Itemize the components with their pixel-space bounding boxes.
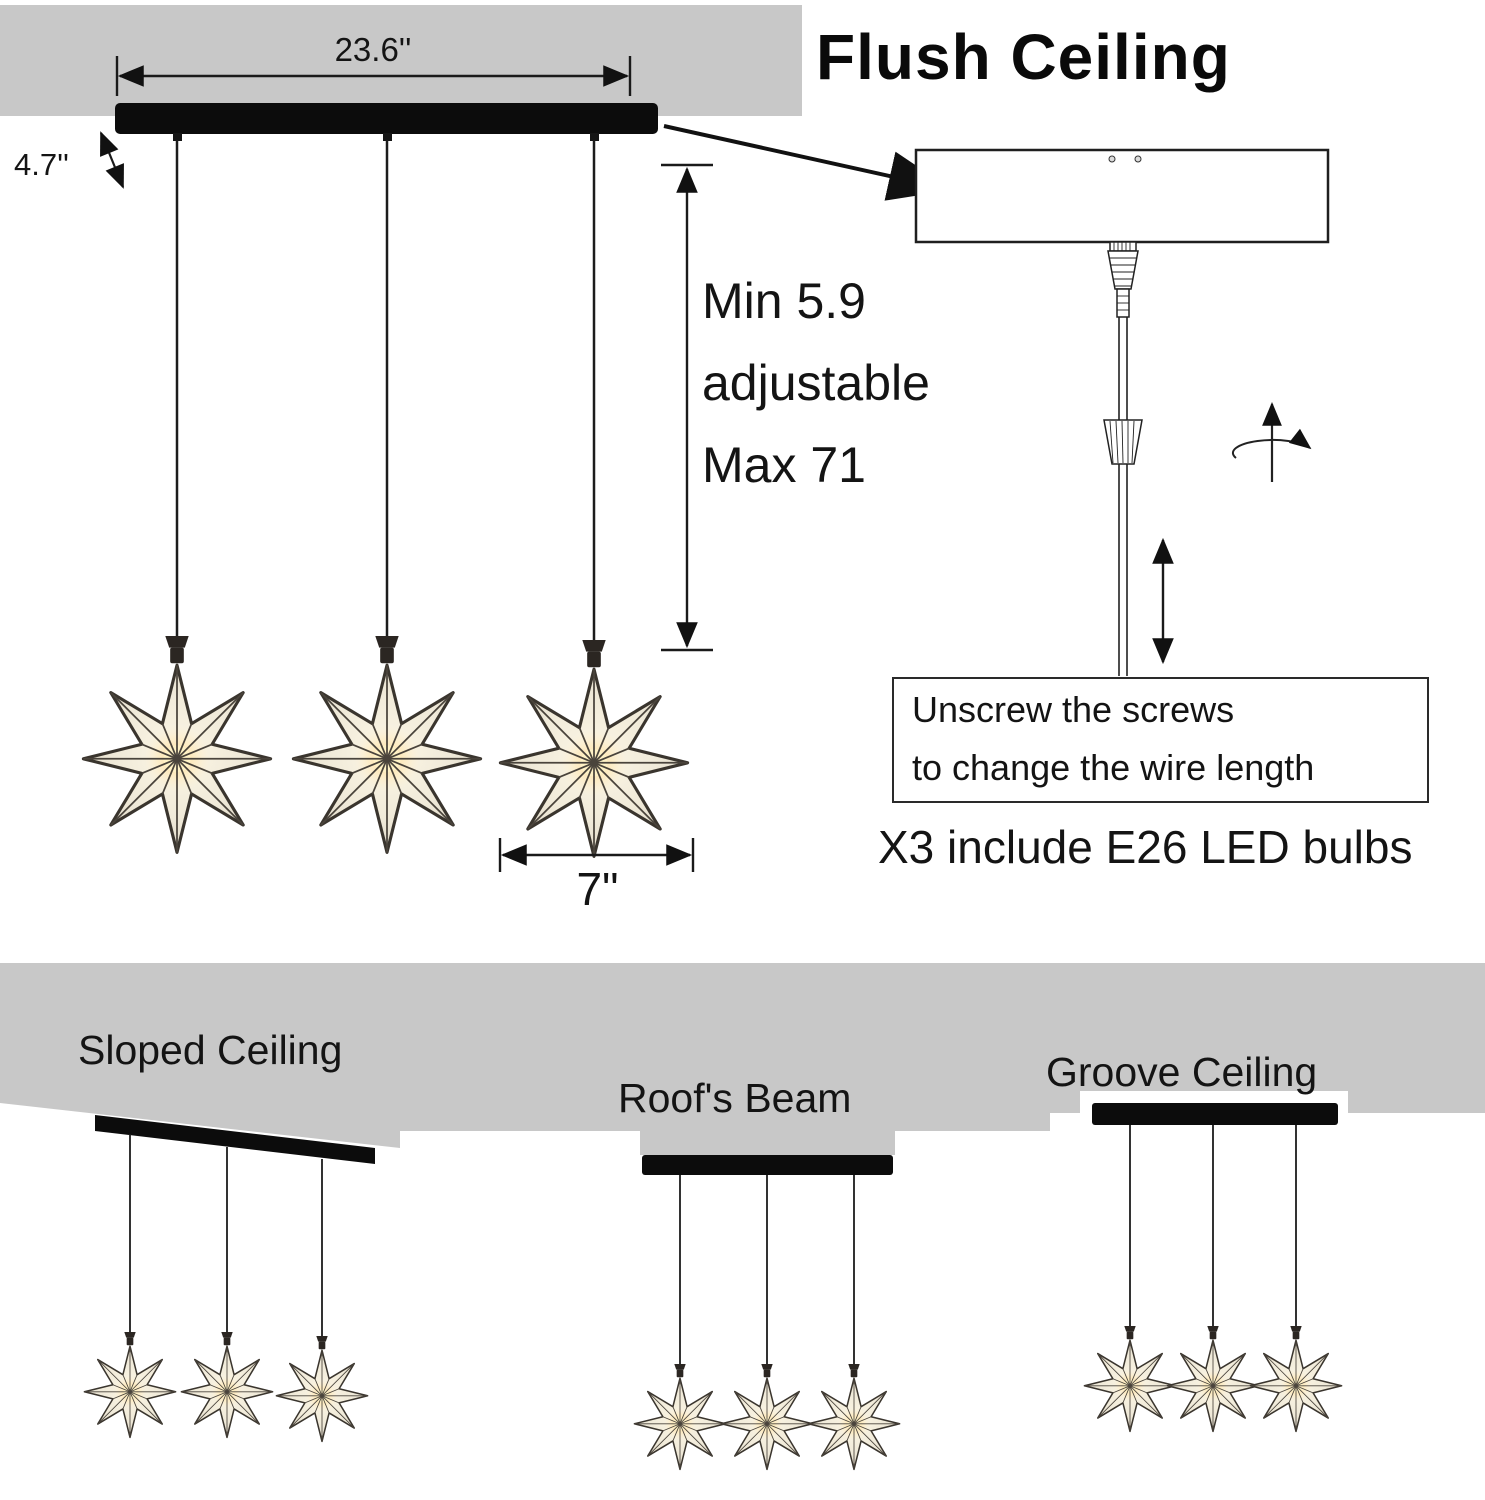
sloped-canopy-bar: [95, 1115, 375, 1164]
star-pendant: [81, 634, 273, 854]
star-pendant: [498, 638, 690, 858]
cord-grip-connector: [1107, 241, 1139, 318]
flush-ceiling-diagram: [0, 5, 1429, 872]
canopy-detail-box: [914, 148, 1330, 244]
beam-canopy-bar: [642, 1155, 893, 1175]
drop-max-label: Max 71: [702, 437, 866, 493]
pendant-cords: [175, 140, 596, 642]
drop-min-label: Min 5.9: [702, 273, 866, 329]
canopy-bar: [115, 103, 658, 141]
shade-dimension-arrow: [498, 838, 695, 872]
width-dimension-arrow: [115, 56, 632, 96]
note-line-2: to change the wire length: [912, 747, 1315, 788]
drop-dimension-arrow: [661, 163, 713, 652]
scene-label-sloped-ceiling: Sloped Ceiling: [78, 1027, 343, 1073]
rotate-arrow-icon: [1231, 402, 1312, 482]
star-pendant: [291, 634, 483, 854]
note-line-1: Unscrew the screws: [912, 689, 1235, 730]
groove-canopy-bar: [1092, 1103, 1338, 1125]
adjuster-nut: [1103, 419, 1143, 465]
ceiling-strip: [0, 5, 802, 116]
sloped-ceiling-scene: [83, 1115, 375, 1443]
bulb-note-label: X3 include E26 LED bulbs: [878, 821, 1413, 873]
shade-width-label: 7": [576, 863, 619, 915]
bottom-ceiling-shape: [0, 963, 1485, 1155]
groove-ceiling-scene: [1083, 1103, 1343, 1433]
scene-label-roofs-beam: Roof's Beam: [618, 1075, 852, 1121]
mounting-scenes-diagram: [0, 963, 1485, 1500]
wire: [1118, 317, 1128, 676]
callout-arrow-icon: [663, 124, 953, 201]
depth-dimension-arrow: [99, 131, 125, 189]
canopy-depth-label: 4.7'': [14, 147, 69, 182]
roofs-beam-scene: [633, 1155, 901, 1471]
drop-adjustable-label: adjustable: [702, 355, 930, 411]
canopy-width-label: 23.6'': [334, 31, 412, 68]
note-box: [892, 677, 1429, 803]
section-title-flush-ceiling: Flush Ceiling: [816, 21, 1231, 93]
scene-label-groove-ceiling: Groove Ceiling: [1046, 1049, 1318, 1095]
